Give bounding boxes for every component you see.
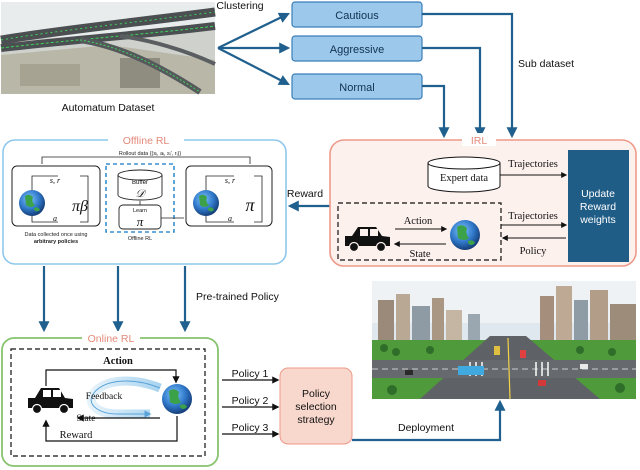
learn-symbol: π (137, 214, 144, 229)
irl-panel: IRL Expert data Trajectories Action Stat… (329, 133, 637, 267)
left-policy-symbol: πβ (72, 198, 88, 215)
update-reward-box (568, 150, 629, 262)
pretrained-label: Pre-trained Policy (196, 291, 280, 303)
learn-label: Learn (133, 208, 147, 214)
policy-1-label: Policy 1 (232, 368, 269, 380)
trajectories-bottom-label: Trajectories (508, 211, 558, 222)
expert-data-label: Expert data (440, 173, 488, 184)
clustering-label: Clustering (216, 0, 263, 12)
offline-rl-panel: Offline RL Rollout data {(sᵢ, aᵢ, sᵢ', r… (2, 133, 287, 265)
cluster-cautious-label: Cautious (335, 10, 379, 22)
expert-data-database-icon (427, 156, 501, 193)
buffer-database-icon (117, 169, 163, 201)
car-icon (345, 227, 390, 253)
cluster-normal-box: Normal (291, 73, 423, 100)
reward-label: Reward (287, 188, 323, 200)
buffer-symbol: 𝒟 (136, 188, 147, 200)
irl-action-label: Action (404, 216, 433, 227)
irl-policy-label: Policy (520, 246, 548, 257)
offline-caption: Offline RL (128, 236, 152, 242)
rollout-label: Rollout data {(sᵢ, aᵢ, sᵢ', rᵢ)} (119, 151, 181, 157)
left-caption-1: Data collected once using (25, 232, 88, 238)
deployment-arrow (352, 399, 506, 442)
cluster-normal-label: Normal (339, 82, 374, 94)
left-caption-2: arbitrary policies (34, 239, 78, 245)
policy-selection-box: Policy selection strategy (279, 367, 353, 445)
selection-line-1: Policy (302, 388, 331, 400)
selection-line-2: selection (295, 401, 337, 413)
right-action-label: a (228, 214, 232, 223)
online-rl-title: Online RL (88, 333, 135, 345)
buffer-label: Buffer (132, 180, 148, 186)
feedback-arrow-icon (86, 376, 162, 419)
online-state-label: State (77, 414, 96, 424)
update-line-1: Update (581, 188, 615, 200)
dataset-aerial-image (0, 2, 216, 95)
irl-title: IRL (471, 135, 488, 147)
online-rl-panel: Online RL Action Feedback State Reward (1, 331, 219, 467)
online-reward-label: Reward (60, 430, 93, 441)
irl-state-label: State (410, 249, 431, 260)
right-state-label: s, r (225, 176, 236, 185)
policy-3-label: Policy 3 (232, 422, 269, 434)
right-policy-symbol: π (245, 195, 255, 215)
policy-2-label: Policy 2 (232, 395, 269, 407)
clustering-arrows (217, 12, 291, 86)
policy-arrows (222, 376, 280, 438)
online-action-label: Action (103, 356, 133, 367)
selection-line-3: strategy (297, 414, 335, 426)
offline-rl-title: Offline RL (123, 135, 170, 147)
feedback-label: Feedback (86, 392, 123, 402)
update-line-3: weights (579, 214, 616, 226)
deployment-label: Deployment (398, 422, 454, 434)
left-action-label: a (53, 214, 57, 223)
sub-dataset-arrows (422, 12, 518, 139)
car-icon (28, 388, 73, 415)
update-line-2: Reward (580, 201, 616, 213)
trajectories-top-label: Trajectories (508, 159, 558, 170)
simulation-city-image (372, 281, 636, 399)
cluster-aggressive-label: Aggressive (330, 44, 384, 56)
cluster-aggressive-box: Aggressive (291, 35, 423, 62)
left-state-label: s, r (50, 176, 61, 185)
pretrained-arrows (38, 266, 191, 333)
dataset-caption: Automatum Dataset (62, 102, 155, 114)
cluster-cautious-box: Cautious (291, 1, 423, 28)
sub-dataset-label: Sub dataset (518, 58, 574, 70)
